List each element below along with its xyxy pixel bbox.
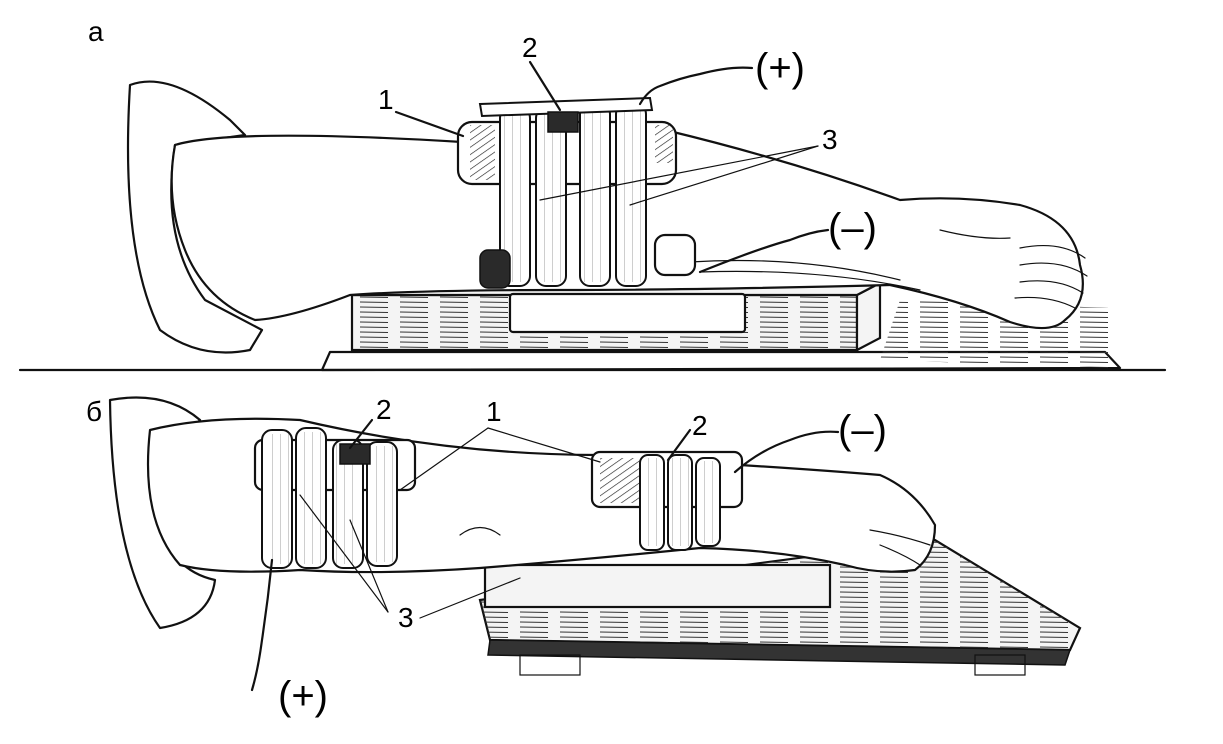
leader-1b-b bbox=[487, 427, 601, 463]
cathode-wire-a bbox=[698, 228, 830, 274]
anode-wire-b bbox=[250, 558, 274, 692]
wooden-block-a bbox=[350, 281, 882, 352]
panel-a bbox=[18, 60, 1167, 372]
leader-3a-a bbox=[539, 145, 819, 201]
label-pad-a: 1 bbox=[378, 84, 394, 115]
label-anode-b: (+) bbox=[278, 674, 328, 718]
leader-3b-b bbox=[349, 519, 389, 613]
leader-2f-b bbox=[666, 428, 692, 462]
shoulder-shadow-b bbox=[108, 396, 217, 630]
leader-3a-b bbox=[299, 494, 389, 613]
wooden-block-b bbox=[483, 563, 832, 609]
label-pads-b: 1 bbox=[486, 396, 502, 427]
lower-pad-b bbox=[479, 249, 511, 289]
elbow-crease bbox=[459, 526, 501, 536]
fist-a bbox=[939, 229, 1088, 309]
straps-a bbox=[478, 96, 654, 287]
label-cathode-b: (–) bbox=[838, 408, 887, 452]
shoulder-shadow-a bbox=[126, 80, 264, 354]
label-electrode-b: 2 bbox=[376, 394, 392, 425]
label-cathode-a: (–) bbox=[828, 206, 877, 250]
panel-b-letter: б bbox=[86, 396, 103, 427]
leader-3c-b bbox=[419, 577, 521, 619]
forearm-electrode-b bbox=[590, 450, 744, 551]
leader-1-a bbox=[394, 110, 465, 138]
anode-wire-a bbox=[638, 66, 754, 106]
upper-arm-electrode-b bbox=[253, 427, 417, 569]
panel-a-letter: а bbox=[88, 16, 104, 47]
label-anode-a: (+) bbox=[755, 46, 805, 90]
leader-3b-a bbox=[629, 145, 819, 206]
label-electrode-forearm-b: 2 bbox=[692, 410, 708, 441]
label-straps-b: 3 bbox=[398, 602, 414, 633]
label-electrode-a: 2 bbox=[522, 32, 538, 63]
cathode-wire-b bbox=[733, 430, 840, 474]
leader-2-a bbox=[528, 60, 562, 112]
label-straps-a: 3 bbox=[822, 124, 838, 155]
leader-1a-b bbox=[399, 427, 489, 491]
lower-pad-a bbox=[653, 233, 697, 277]
leader-2-b bbox=[348, 418, 374, 450]
panel-b bbox=[108, 396, 1082, 692]
